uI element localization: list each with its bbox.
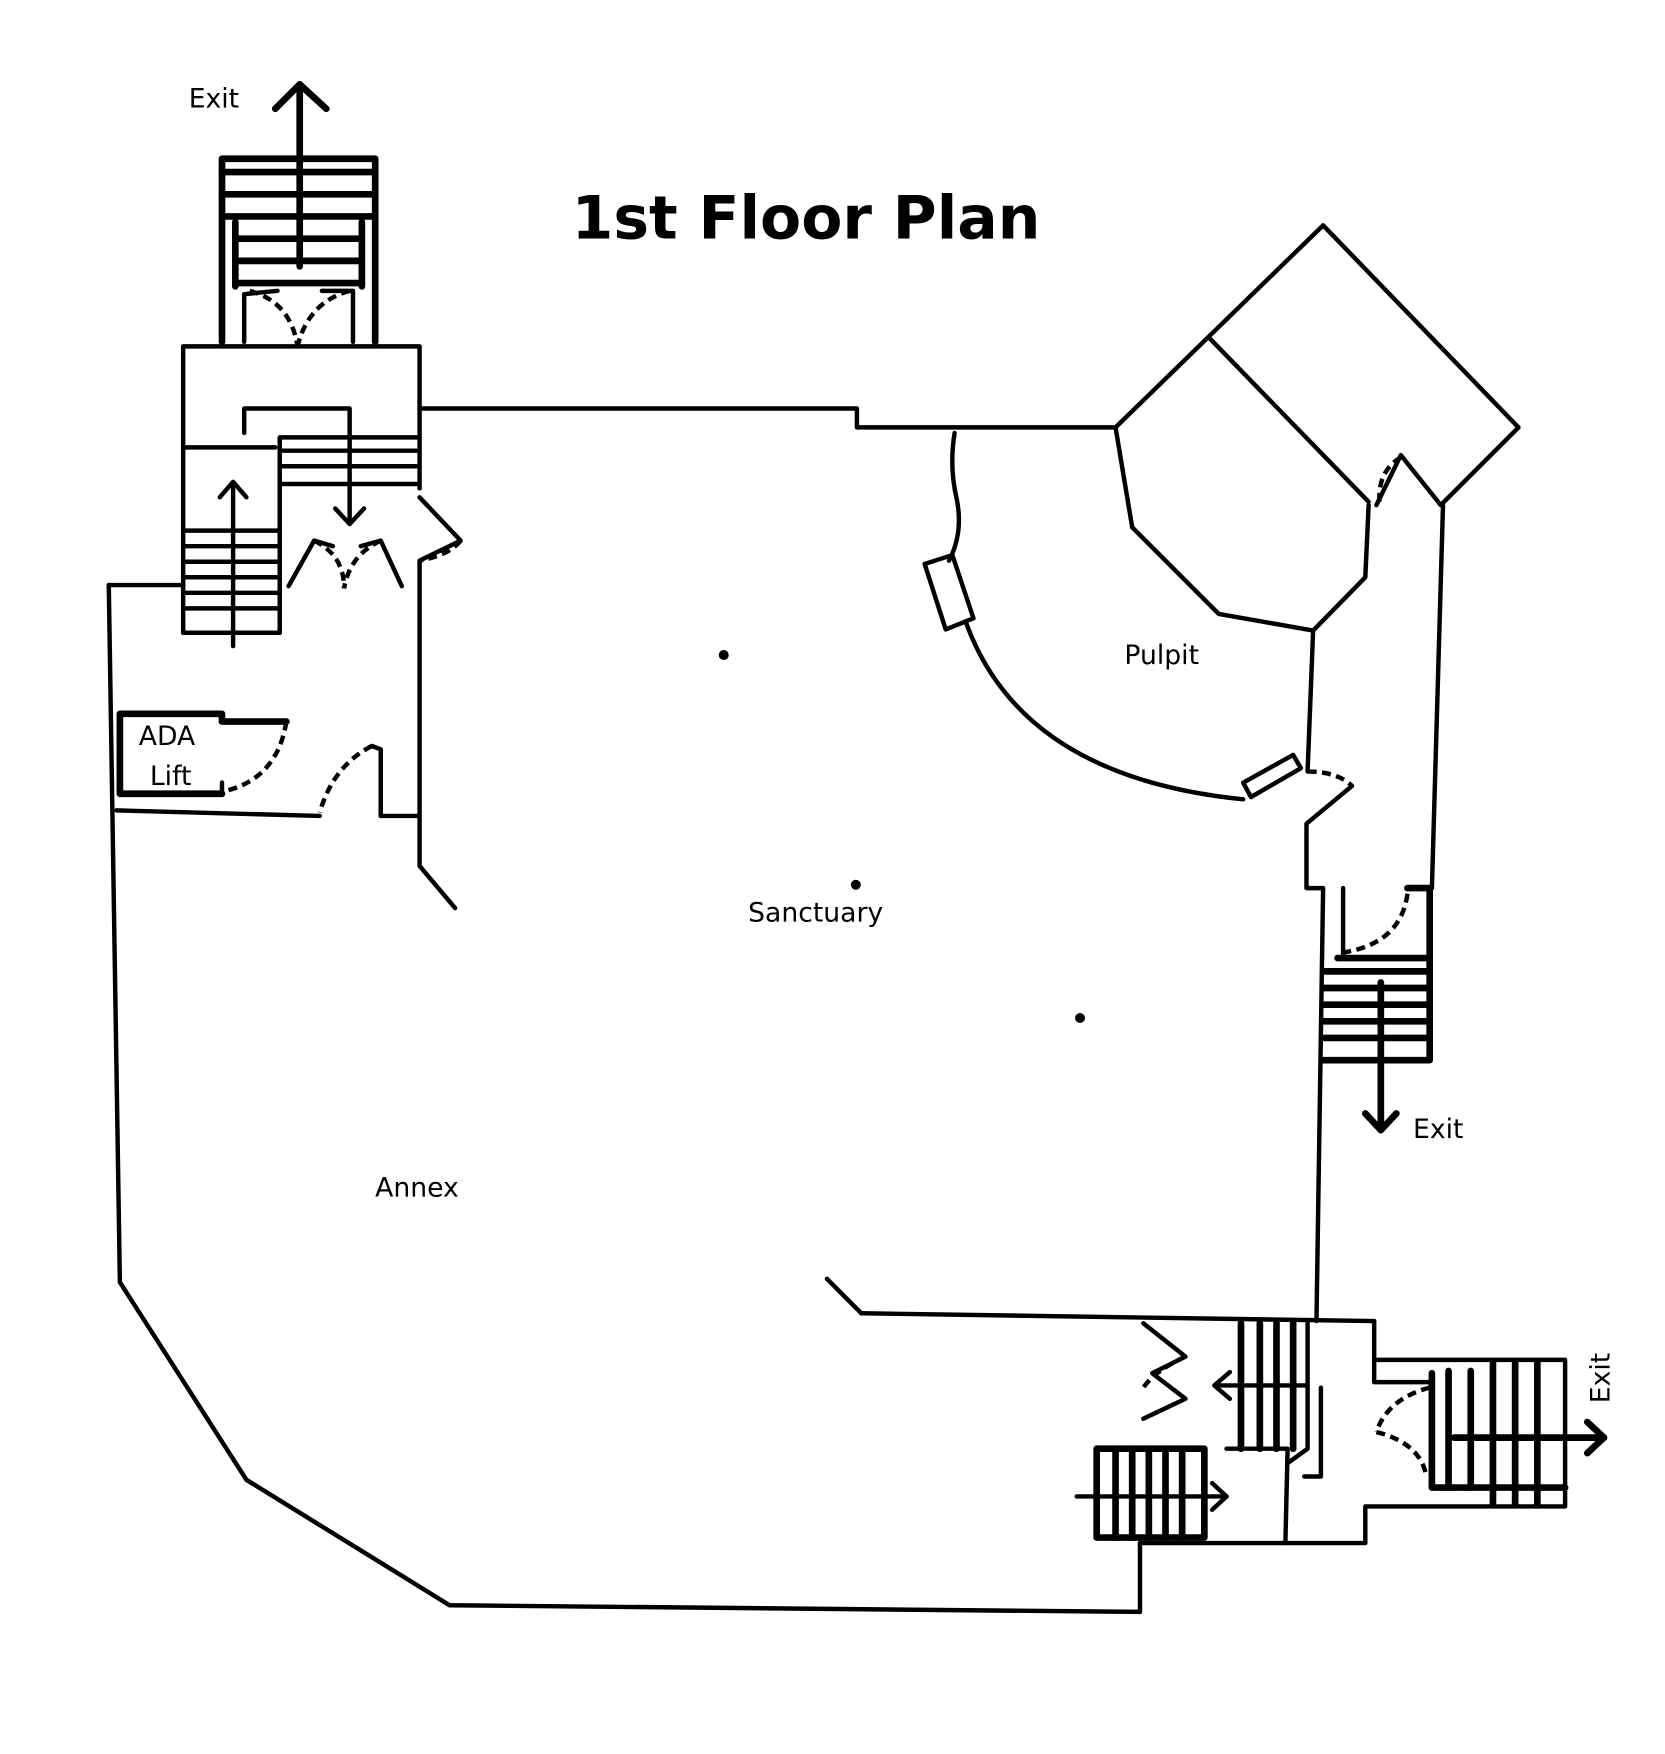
annex-label: Annex bbox=[375, 1173, 459, 1204]
exterior-walls bbox=[106, 406, 1446, 1615]
northwest-stair-tower bbox=[180, 81, 463, 911]
east-stair bbox=[1319, 884, 1434, 1134]
pulpit-label: Pulpit bbox=[1124, 640, 1199, 671]
ada-lift: ADA Lift bbox=[114, 710, 422, 819]
pulpit-area: Pulpit bbox=[922, 223, 1521, 802]
ada-lift-label-line2: Lift bbox=[150, 761, 192, 792]
plan-title: 1st Floor Plan bbox=[572, 184, 1041, 254]
exit-arrow-icon bbox=[1361, 1110, 1400, 1134]
exit-arrow-icon bbox=[271, 81, 330, 113]
exit-label-bottom-right: Exit bbox=[1586, 1353, 1617, 1403]
exit-arrow-icon bbox=[1583, 1418, 1608, 1457]
exit-label-top-left: Exit bbox=[189, 84, 239, 115]
southeast-stair-complex bbox=[1074, 1318, 1608, 1546]
sanctuary-label: Sanctuary bbox=[748, 897, 883, 928]
ada-lift-label-line1: ADA bbox=[139, 721, 195, 752]
exit-label-right: Exit bbox=[1413, 1114, 1463, 1145]
columns bbox=[718, 649, 1086, 1023]
